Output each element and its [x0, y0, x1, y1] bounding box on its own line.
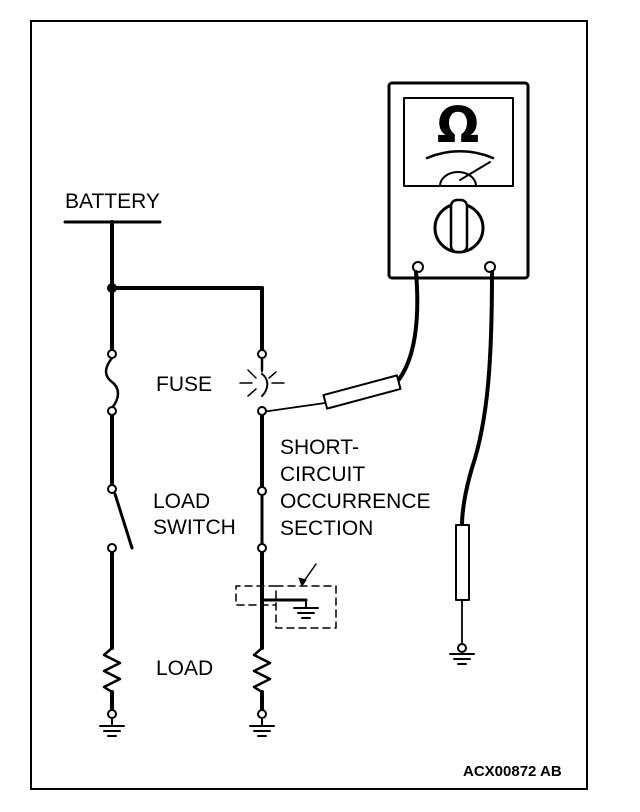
- left-fuse-terminal-top: [107, 349, 117, 359]
- right-fuse-terminal-bottom: [257, 406, 267, 416]
- fuse-label: FUSE: [156, 373, 213, 396]
- probe-2: [455, 524, 470, 601]
- right-fuse-broken: [261, 373, 269, 397]
- meter-needle: [459, 161, 491, 181]
- figure-code: ACX00872 AB: [463, 763, 562, 780]
- probe-lead-1: [395, 270, 420, 384]
- left-switch-terminal-bottom: [107, 543, 117, 553]
- meter-pivot: [439, 171, 477, 187]
- ohmmeter-display: [403, 97, 514, 187]
- ohm-symbol: Ω: [437, 96, 480, 154]
- load-switch-label-line1: LOAD: [153, 490, 211, 513]
- left-fuse: [104, 356, 120, 410]
- probe-1: [322, 374, 402, 410]
- load-label: LOAD: [156, 657, 214, 680]
- short-circuit-label-line4: SECTION: [280, 517, 374, 540]
- left-switch-blade: [113, 492, 134, 550]
- probe-lead-2: [460, 270, 494, 527]
- right-fuse-terminal-top: [257, 349, 267, 359]
- range-selector-pointer: [449, 198, 469, 254]
- left-switch-terminal-top: [107, 484, 117, 494]
- load-switch-label-line2: SWITCH: [153, 516, 236, 539]
- right-ground-terminal: [257, 709, 267, 719]
- short-circuit-label-line3: OCCURRENCE: [280, 490, 431, 513]
- right-switch-terminal-top: [257, 486, 267, 496]
- meter-terminal-right: [484, 261, 496, 273]
- battery-label: BATTERY: [65, 190, 160, 213]
- meter-terminal-left: [412, 261, 424, 273]
- left-load-resistor: [102, 646, 122, 694]
- figure-frame: [30, 20, 588, 790]
- short-circuit-label-line1: SHORT-: [280, 436, 359, 459]
- meter-scale-arc: [425, 150, 495, 160]
- fuse-blow-burst: [239, 365, 285, 397]
- right-load-resistor: [252, 646, 272, 694]
- probe-2-ground-terminal: [457, 643, 467, 653]
- junction-dot: [107, 283, 117, 293]
- probe-1-tip: [261, 402, 326, 413]
- left-ground-terminal: [107, 709, 117, 719]
- short-circuit-box: [235, 585, 337, 629]
- ohmmeter-body: [387, 81, 530, 280]
- right-switch-terminal-bottom: [257, 543, 267, 553]
- short-circuit-label-line2: CIRCUIT: [280, 463, 366, 486]
- left-fuse-terminal-bottom: [107, 406, 117, 416]
